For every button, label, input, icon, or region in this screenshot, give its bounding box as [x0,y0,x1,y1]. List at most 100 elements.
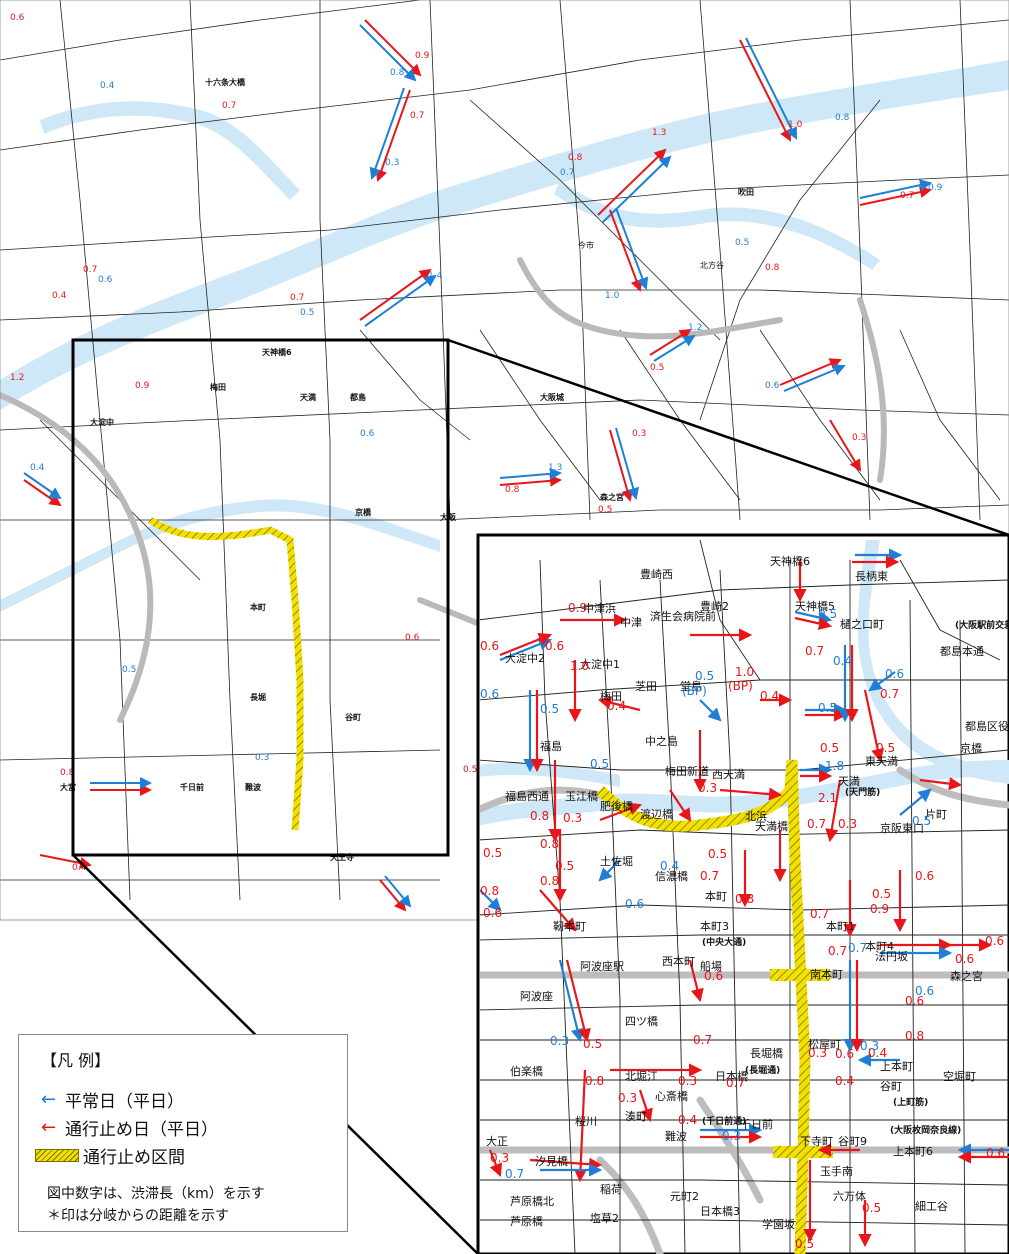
overview-closure-section [148,517,304,831]
overview-number: 1.3 [652,128,666,138]
road-name: (千日前通) [702,1115,746,1127]
overview-number: 0.5 [598,505,612,515]
place-label: 豊崎2 [700,599,729,613]
place-label: 学園坂 [762,1217,795,1231]
overview-number: 0.3 [632,429,646,439]
congestion-number: 0.7 [805,644,824,658]
overview-number: 0.8 [390,68,405,78]
overview-label: 天王寺 [330,852,354,862]
overview-number: 0.6 [10,13,25,23]
congestion-number: 0.6 [915,984,934,998]
place-label: 靭本町 [553,919,586,933]
congestion-number: 0.6 [704,969,723,983]
place-label: 樋之口町 [840,617,884,631]
overview-number: 0.7 [900,191,914,201]
road-name: (大阪枚岡奈良線) [890,1124,961,1136]
overview-number: 0.9 [415,51,430,61]
place-label: 上本町 [880,1059,913,1073]
congestion-number: 0.3 [698,781,717,795]
overview-number: 0.3 [385,158,399,168]
zoom-line-top [447,338,1009,537]
congestion-number: 0.5 [540,702,559,716]
overview-label: 森之宮 [600,492,624,502]
overview-number: 1.2 [688,323,702,333]
place-label: 天神橋5 [795,599,835,613]
detail-river-neya [857,540,1009,784]
congestion-number: 0.6 [835,1047,854,1061]
congestion-number: 1.8 [825,759,844,773]
overview-number: 0.8 [835,113,850,123]
congestion-number: 0.7 [693,1033,712,1047]
place-label: 西天満 [712,768,745,781]
congestion-number: 0.7 [726,1076,745,1090]
overview-number: 0.8 [568,153,583,163]
congestion-number: 0.6 [545,639,564,653]
place-label: 済生会病院前 [650,609,716,623]
place-label: 土佐堀 [600,854,633,868]
overview-label: 吹田 [738,187,754,197]
place-label: 下寺町 [800,1135,833,1148]
place-label: 玉手南 [820,1164,853,1178]
place-label: 元町2 [670,1190,699,1203]
place-label: 肥後橋 [600,799,633,813]
place-label: 中津 [620,616,642,629]
overview-number: 1.0 [605,291,620,301]
place-label: 中津浜 [583,602,616,615]
congestion-number: 0.3 [550,1034,569,1048]
congestion-number: 0.7 [807,817,826,831]
congestion-number: 0.4 [660,859,679,873]
arrow-left-icon: ← [41,1116,57,1138]
place-label: 細工谷 [915,1200,948,1213]
place-label: 南本町 [810,967,843,981]
place-label: 塩草2 [590,1211,619,1225]
overview-label: 大宮 [60,782,76,792]
congestion-number: 0.6 [985,934,1004,948]
place-label: 梅田 [600,689,622,703]
place-label: 京橋 [960,741,982,755]
place-label: 本町4 [865,939,894,953]
congestion-number: 0.8 [480,884,499,898]
place-label: 空堀町 [943,1069,976,1083]
place-label: 本町1 [826,919,855,933]
overview-number: 0.8 [765,263,780,273]
congestion-number: 0.4 [678,1113,697,1127]
congestion-number: 0.8 [540,874,559,888]
overview-number: 0.6 [765,381,780,391]
overview-number: 1.2 [10,373,24,383]
congestion-number: 0.9 [568,601,587,615]
place-label: 汐見橋 [535,1154,568,1168]
legend: 【凡 例】 ← 平常日（平日） ← 通行止め日（平日） 通行止め区間 図中数字は… [18,1034,348,1232]
overview-number: 0.7 [83,265,97,275]
place-label: 大淀中2 [505,651,545,665]
place-label: 稲荷 [600,1183,622,1196]
congestion-number: 0.8 [585,1074,604,1088]
congestion-number: 0.6 [915,869,934,883]
congestion-number: 0.4 [835,1074,854,1088]
overview-number: 0.4 [100,81,115,91]
legend-closure-section: 通行止め区間 [35,1143,185,1168]
place-label: 桜川 [575,1114,597,1128]
place-label: 京阪東口 [880,821,924,835]
congestion-number: 0.3 [860,1039,879,1053]
congestion-number: 0.5 [483,846,502,860]
place-label: 四ツ橋 [625,1014,658,1028]
congestion-number: 0.5 [555,859,574,873]
overview-number: 0.5 [463,765,477,775]
legend-closure-section-label: 通行止め区間 [83,1148,185,1168]
legend-normal-day: ← 平常日（平日） [41,1087,184,1112]
overview-label: 天神橋6 [262,347,292,357]
place-label: 伯楽橋 [510,1064,543,1078]
place-label: 大正 [486,1134,508,1148]
congestion-number: 0.8 [530,809,549,823]
place-label: 天満橋 [755,819,788,833]
congestion-number: 0.3 [808,1046,827,1060]
road-name: (長堀通) [745,1064,780,1076]
overview-number: 0.7 [290,293,304,303]
detail-river-dojima [480,763,620,787]
congestion-number: 0.8 [905,1029,924,1043]
place-label: 谷町9 [838,1135,867,1148]
congestion-number: 0.7 [810,907,829,921]
congestion-number: 0.4 [607,699,626,713]
place-label: 中之島 [645,734,678,748]
place-label: 大淀中1 [580,657,620,671]
